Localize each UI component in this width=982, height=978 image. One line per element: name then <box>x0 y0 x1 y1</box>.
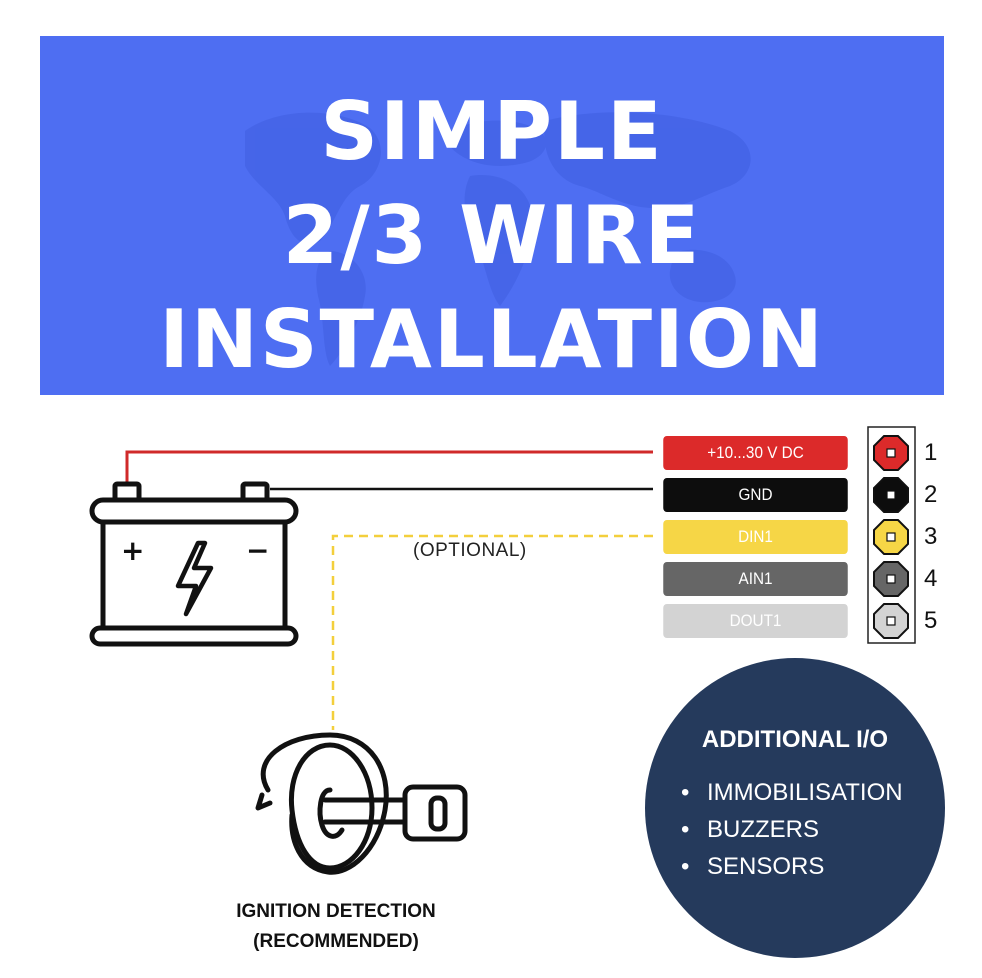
wire-label-din1: DIN1 <box>663 520 848 554</box>
world-map-watermark <box>245 112 751 366</box>
pin-socket-2 <box>886 490 896 500</box>
ignition-label: IGNITION DETECTION (RECOMMENDED) <box>196 897 476 957</box>
battery-plus-symbol: + <box>121 534 144 567</box>
pin-socket-4 <box>886 574 896 584</box>
battery-icon <box>89 481 299 647</box>
pin-number-3: 3 <box>924 523 938 550</box>
power-wire <box>125 450 653 484</box>
list-item: BUZZERS <box>681 811 903 848</box>
pin-socket-3 <box>886 532 896 542</box>
list-item: SENSORS <box>681 848 903 885</box>
din1-wire <box>331 534 653 730</box>
connector-pins <box>873 435 909 639</box>
additional-io-badge: ADDITIONAL I/O IMMOBILISATION BUZZERS SE… <box>645 658 945 958</box>
list-item: IMMOBILISATION <box>681 774 903 811</box>
pin-socket-1 <box>886 448 896 458</box>
title-line-1: SIMPLE <box>320 85 664 178</box>
additional-io-list: IMMOBILISATION BUZZERS SENSORS <box>681 774 903 885</box>
battery-minus-symbol: − <box>246 534 269 567</box>
page-title: SIMPLE 2/3 WIRE INSTALLATION <box>40 80 944 392</box>
wire-label-ain1: AIN1 <box>663 562 848 596</box>
title-line-2: 2/3 WIRE <box>282 189 702 282</box>
pin-number-4: 4 <box>924 565 938 592</box>
title-line-3: INSTALLATION <box>159 293 825 386</box>
wire-label-gnd: GND <box>663 478 848 512</box>
wire-label-dout1: DOUT1 <box>663 604 848 638</box>
ignition-label-line-1: IGNITION DETECTION <box>236 901 436 922</box>
pin-number-5: 5 <box>924 607 938 634</box>
pin-number-1: 1 <box>924 439 938 466</box>
header-banner: SIMPLE 2/3 WIRE INSTALLATION <box>40 36 944 395</box>
pin-socket-5 <box>886 616 896 626</box>
optional-label: (OPTIONAL) <box>413 540 527 561</box>
wire-label-10-30-v-dc: +10...30 V DC <box>663 436 848 470</box>
additional-io-title: ADDITIONAL I/O <box>701 726 889 753</box>
ignition-key-icon <box>255 732 468 875</box>
pin-number-2: 2 <box>924 481 938 508</box>
ignition-label-line-2: (RECOMMENDED) <box>253 931 419 952</box>
